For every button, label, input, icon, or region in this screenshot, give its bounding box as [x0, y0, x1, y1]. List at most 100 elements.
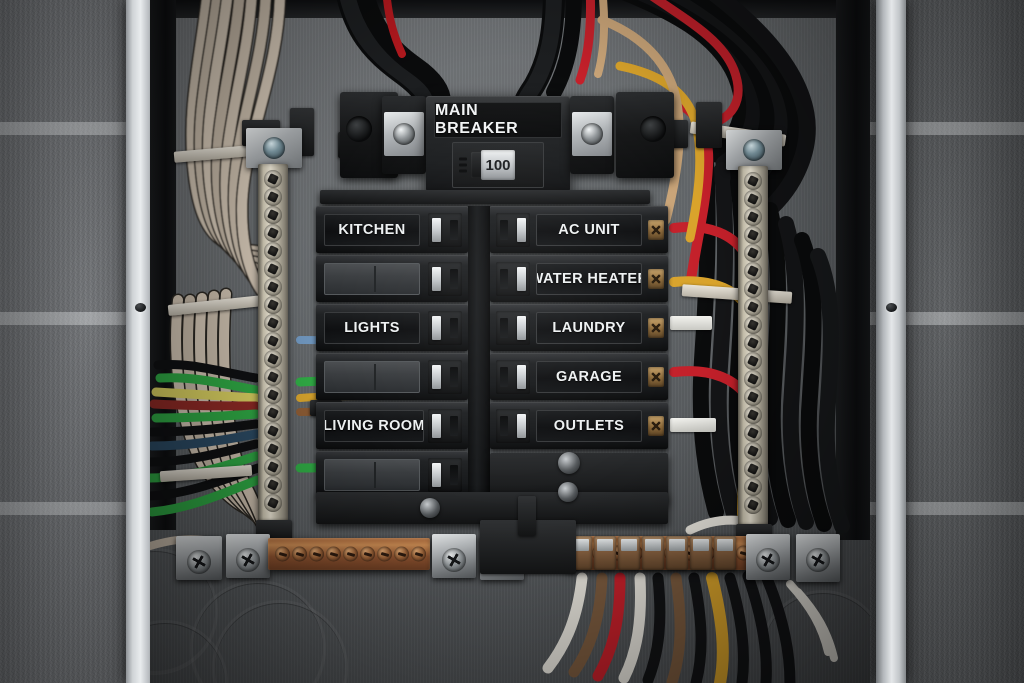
- breaker-row[interactable]: GARAGE: [490, 353, 668, 400]
- bus-terminal-screw[interactable]: [744, 262, 762, 280]
- bus-terminal-screw[interactable]: [264, 458, 282, 476]
- lug-screw[interactable]: [236, 548, 260, 572]
- bus-terminal-screw[interactable]: [264, 440, 282, 458]
- bus-terminal-screw[interactable]: [264, 368, 282, 386]
- bus-terminal-screw[interactable]: [744, 298, 762, 316]
- neutral-clamp[interactable]: [642, 536, 664, 570]
- left-bus-lug[interactable]: [246, 128, 302, 168]
- bus-terminal-screw[interactable]: [264, 386, 282, 404]
- bus-terminal-screw[interactable]: [744, 208, 762, 226]
- breaker-toggle[interactable]: [496, 359, 530, 394]
- lug-screw[interactable]: [806, 548, 830, 572]
- bus-terminal-screw[interactable]: [744, 334, 762, 352]
- breaker-lever[interactable]: [432, 413, 441, 438]
- neutral-bus-lug-outer[interactable]: [796, 534, 840, 582]
- bus-terminal-screw[interactable]: [264, 278, 282, 296]
- breaker-toggle[interactable]: [428, 212, 462, 247]
- ground-terminal-screw[interactable]: [326, 546, 341, 562]
- neutral-bus-lug[interactable]: [746, 534, 790, 580]
- right-bus-lug[interactable]: [726, 130, 782, 170]
- breaker-lever[interactable]: [517, 364, 526, 389]
- lug-screw[interactable]: [442, 548, 466, 572]
- bus-terminal-screw[interactable]: [744, 388, 762, 406]
- bus-terminal-screw[interactable]: [744, 442, 762, 460]
- breaker-lever[interactable]: [432, 462, 441, 487]
- bus-terminal-screw[interactable]: [264, 350, 282, 368]
- breaker-toggle[interactable]: [496, 408, 530, 443]
- ground-terminal-screw[interactable]: [394, 546, 409, 562]
- bus-terminal-screw[interactable]: [744, 352, 762, 370]
- copper-ground-bus-bar[interactable]: [268, 538, 430, 570]
- bus-terminal-screw[interactable]: [744, 496, 762, 514]
- bus-terminal-screw[interactable]: [264, 422, 282, 440]
- bus-terminal-screw[interactable]: [744, 406, 762, 424]
- breaker-row[interactable]: LIVING ROOM: [316, 402, 468, 449]
- breaker-toggle[interactable]: [428, 310, 462, 345]
- bus-terminal-screw[interactable]: [744, 478, 762, 496]
- ground-terminal-screw[interactable]: [275, 546, 290, 562]
- breaker-lever[interactable]: [517, 315, 526, 340]
- bus-terminal-screw[interactable]: [264, 224, 282, 242]
- bus-terminal-screw[interactable]: [264, 314, 282, 332]
- ground-terminal-screw[interactable]: [343, 546, 358, 562]
- breaker-row[interactable]: LAUNDRY: [490, 304, 668, 351]
- lug-screw[interactable]: [187, 550, 211, 574]
- bus-terminal-screw[interactable]: [744, 316, 762, 334]
- bus-terminal-screw[interactable]: [744, 460, 762, 478]
- bus-terminal-screw[interactable]: [264, 296, 282, 314]
- breaker-row[interactable]: [316, 255, 468, 302]
- bus-terminal-screw[interactable]: [744, 226, 762, 244]
- breaker-terminal[interactable]: [648, 219, 664, 240]
- bus-terminal-screw[interactable]: [264, 188, 282, 206]
- ground-bus-lug-right[interactable]: [432, 534, 476, 578]
- ground-terminal-screw[interactable]: [309, 546, 324, 562]
- breaker-row[interactable]: AC UNIT: [490, 206, 668, 253]
- neutral-clamp[interactable]: [594, 536, 616, 570]
- bus-terminal-screw[interactable]: [264, 476, 282, 494]
- bus-terminal-screw[interactable]: [264, 206, 282, 224]
- breaker-toggle[interactable]: [428, 408, 462, 443]
- breaker-row[interactable]: [316, 353, 468, 400]
- main-breaker-amperage[interactable]: 100: [481, 150, 515, 180]
- bus-terminal-screw[interactable]: [744, 190, 762, 208]
- bus-terminal-screw[interactable]: [264, 332, 282, 350]
- breaker-terminal[interactable]: [648, 317, 664, 338]
- neutral-clamp[interactable]: [666, 536, 688, 570]
- breaker-row[interactable]: OUTLETS: [490, 402, 668, 449]
- bus-terminal-screw[interactable]: [264, 260, 282, 278]
- breaker-toggle[interactable]: [496, 212, 530, 247]
- bus-terminal-screw[interactable]: [744, 244, 762, 262]
- breaker-lever[interactable]: [517, 217, 526, 242]
- neutral-clamp[interactable]: [690, 536, 712, 570]
- bus-terminal-screw[interactable]: [264, 494, 282, 512]
- breaker-toggle[interactable]: [428, 261, 462, 296]
- breaker-lever[interactable]: [517, 266, 526, 291]
- lug-screw[interactable]: [756, 548, 780, 572]
- breaker-row[interactable]: LIGHTS: [316, 304, 468, 351]
- breaker-lever[interactable]: [432, 266, 441, 291]
- breaker-toggle[interactable]: [428, 457, 462, 492]
- ground-bus-lug-left[interactable]: [176, 536, 222, 580]
- breaker-row[interactable]: [316, 451, 468, 498]
- ground-bus-lug-left-inner[interactable]: [226, 534, 270, 578]
- breaker-terminal[interactable]: [648, 415, 664, 436]
- breaker-lever[interactable]: [432, 315, 441, 340]
- breaker-lever[interactable]: [432, 217, 441, 242]
- breaker-terminal[interactable]: [648, 366, 664, 387]
- bus-terminal-screw[interactable]: [744, 370, 762, 388]
- breaker-toggle[interactable]: [496, 310, 530, 345]
- bus-terminal-screw[interactable]: [744, 424, 762, 442]
- breaker-row[interactable]: WATER HEATER: [490, 255, 668, 302]
- breaker-lever[interactable]: [432, 364, 441, 389]
- ground-terminal-screw[interactable]: [292, 546, 307, 562]
- ground-terminal-screw[interactable]: [377, 546, 392, 562]
- bus-terminal-screw[interactable]: [264, 404, 282, 422]
- left-neutral-bus-bar[interactable]: [258, 164, 288, 522]
- breaker-lever[interactable]: [517, 413, 526, 438]
- right-neutral-bus-bar[interactable]: [738, 166, 768, 526]
- bus-terminal-screw[interactable]: [744, 172, 762, 190]
- neutral-clamp[interactable]: [714, 536, 736, 570]
- main-breaker[interactable]: MAIN BREAKER 100: [426, 96, 570, 192]
- neutral-clamp[interactable]: [618, 536, 640, 570]
- ground-terminal-screw[interactable]: [360, 546, 375, 562]
